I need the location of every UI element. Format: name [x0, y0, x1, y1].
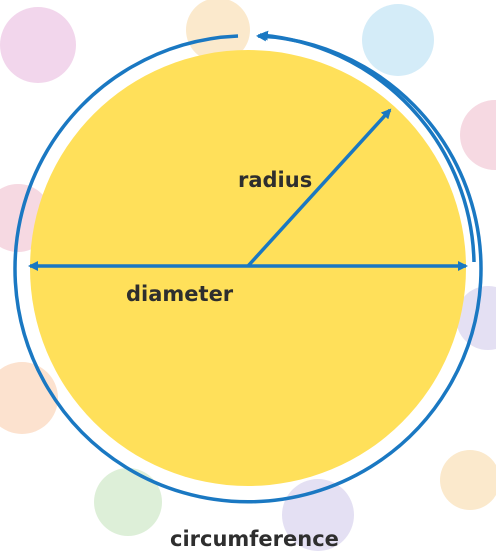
confetti-dot — [460, 100, 496, 170]
circumference-arc-left — [13, 31, 483, 504]
circumference-label: circumference — [170, 527, 339, 551]
confetti-dot — [94, 468, 162, 536]
diameter-label: diameter — [126, 282, 234, 306]
confetti-dot — [186, 0, 250, 62]
confetti-dot — [0, 362, 58, 434]
circumference-arc-right — [258, 30, 476, 263]
confetti-dot — [440, 450, 496, 510]
radius-label: radius — [238, 168, 312, 192]
confetti-dot — [0, 7, 76, 83]
circle-fill — [30, 50, 466, 486]
radius-arrow — [246, 108, 392, 268]
confetti-dot — [362, 4, 434, 76]
